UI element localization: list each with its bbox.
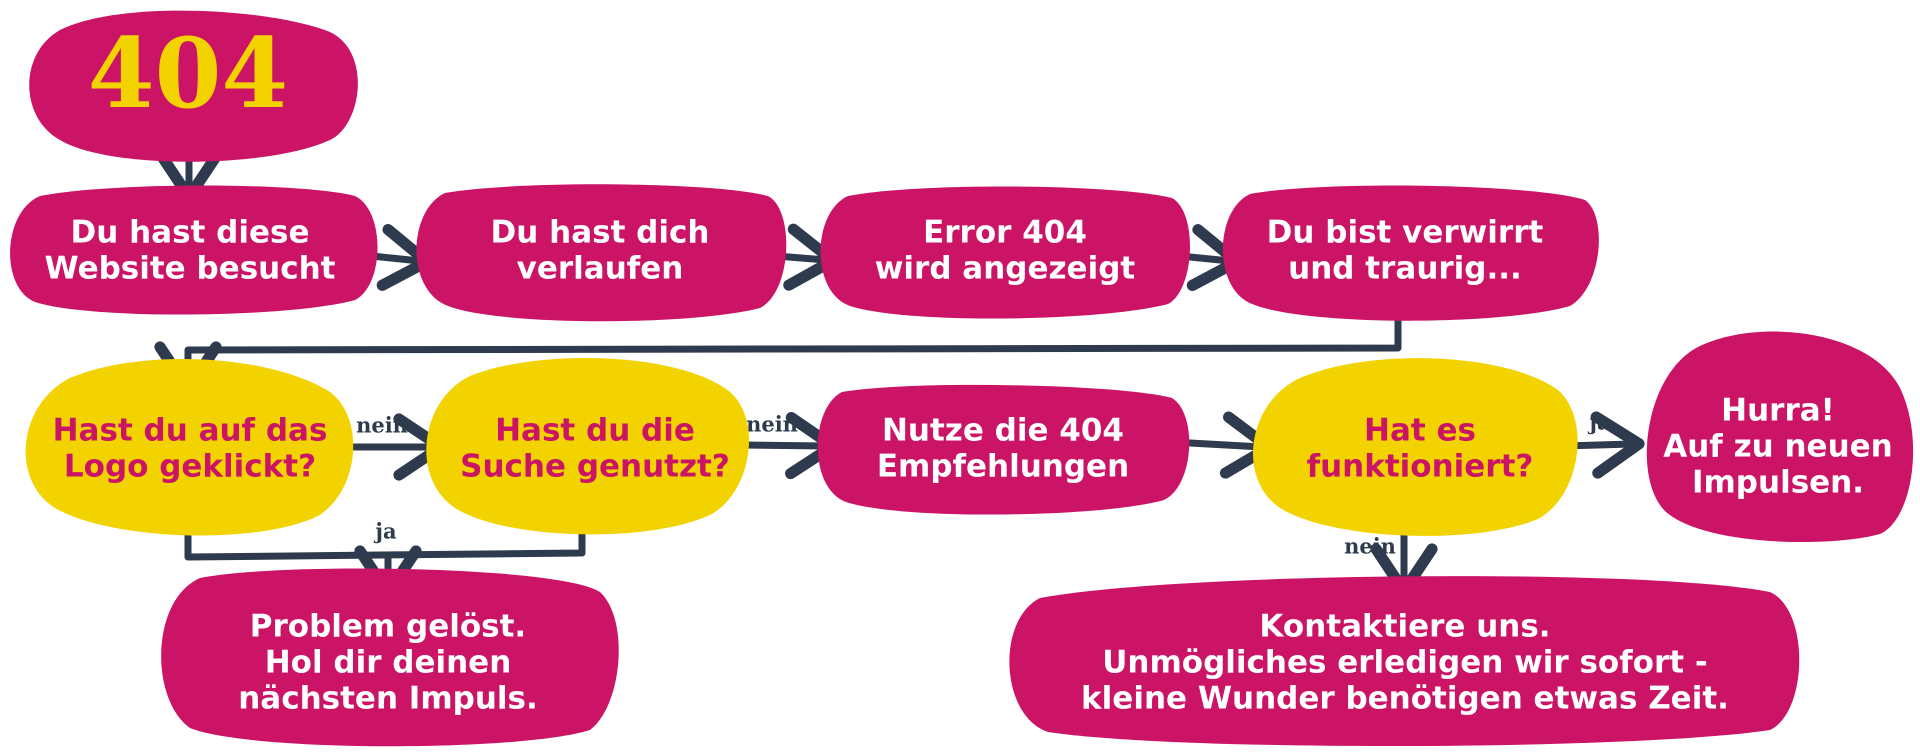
node-recommendations-shape [817, 384, 1190, 515]
node-worked-question-shape [1253, 358, 1578, 536]
node-error-shape [820, 186, 1190, 319]
node-recommendations-text: Empfehlungen [877, 449, 1129, 485]
node-search-question-shape [426, 357, 750, 535]
node-error: Error 404 wird angezeigt [820, 186, 1190, 319]
arrow-search-to-recommendations [740, 411, 839, 480]
node-error-text: Error 404 [923, 215, 1087, 251]
node-confused-shape [1222, 185, 1599, 321]
node-confused-text: und traurig... [1288, 251, 1522, 287]
node-visited-text: Website besucht [44, 251, 335, 287]
node-worked-question-text: Hat es [1364, 413, 1476, 449]
edge-label-worked-yes: ja [1587, 410, 1611, 435]
node-confused-text: Du bist verwirrt [1267, 215, 1544, 251]
edge-labels: nein nein ja ja nein [356, 410, 1611, 559]
node-visited: Du hast diese Website besucht [10, 185, 378, 315]
node-search-question-text: Suche genutzt? [460, 449, 730, 485]
node-recommendations: Nutze die 404 Empfehlungen [817, 384, 1190, 515]
node-hurra-text: Auf zu neuen [1663, 429, 1893, 465]
edge-label-both-yes: ja [373, 519, 397, 544]
node-logo-question-text: Logo geklickt? [64, 449, 316, 485]
node-error-text: wird angezeigt [875, 251, 1136, 287]
node-recommendations-text: Nutze die 404 [882, 413, 1124, 449]
node-logo-question-shape [25, 358, 354, 536]
node-solved-text: Problem gelöst. [250, 609, 526, 645]
node-confused: Du bist verwirrt und traurig... [1222, 185, 1599, 321]
node-visited-text: Du hast diese [71, 215, 310, 251]
node-worked-question: Hat es funktioniert? [1253, 358, 1578, 536]
node-search-question: Hast du die Suche genutzt? [426, 357, 750, 535]
node-solved-text: Hol dir deinen [265, 645, 512, 681]
edge-label-search-no: nein [746, 412, 798, 437]
title-node: 404 [29, 10, 358, 162]
node-lost: Du hast dich verlaufen [416, 184, 787, 322]
edge-label-logo-no: nein [356, 413, 408, 438]
title-blob [29, 10, 358, 162]
node-search-question-text: Hast du die [495, 413, 695, 449]
node-contact-text: Kontaktiere uns. [1259, 609, 1550, 645]
node-solved-shape [161, 568, 619, 747]
node-lost-shape [416, 184, 787, 322]
node-hurra: Hurra! Auf zu neuen Impulsen. [1646, 331, 1914, 543]
edge-label-worked-no: nein [1344, 534, 1396, 559]
node-visited-shape [10, 185, 378, 315]
node-lost-text: Du hast dich [491, 215, 710, 251]
arrow-confused-to-logo-question [154, 304, 1402, 395]
arrow-recommendations-to-worked [1186, 411, 1275, 479]
node-lost-text: verlaufen [517, 251, 684, 287]
node-logo-question: Hast du auf das Logo geklickt? [25, 358, 354, 536]
node-hurra-shape [1646, 331, 1914, 543]
node-logo-question-text: Hast du auf das [53, 413, 328, 449]
node-hurra-text: Hurra! [1721, 393, 1835, 429]
node-contact: Kontaktiere uns. Unmögliches erledigen w… [1009, 576, 1800, 747]
title-404: 404 [88, 17, 288, 130]
node-hurra-text: Impulsen. [1692, 465, 1864, 501]
node-solved-text: nächsten Impuls. [238, 681, 538, 717]
node-contact-text: Unmögliches erledigen wir sofort - [1102, 645, 1708, 681]
node-contact-text: kleine Wunder benötigen etwas Zeit. [1081, 681, 1729, 717]
node-contact-shape [1009, 576, 1800, 747]
node-worked-question-text: funktioniert? [1307, 449, 1534, 485]
node-solved: Problem gelöst. Hol dir deinen nächsten … [161, 568, 619, 747]
